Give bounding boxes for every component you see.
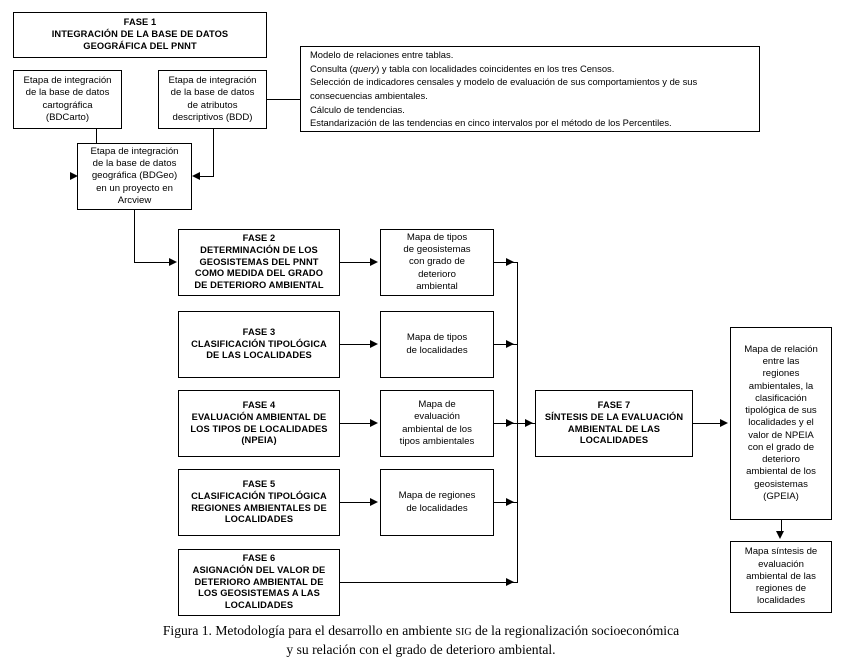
box-mapa-geosistemas: Mapa de tipos de geosistemas con grado d… bbox=[380, 229, 494, 296]
box-mapa-sintesis-label: Mapa síntesis de evaluación ambiental de… bbox=[744, 546, 818, 607]
caption-sig-smallcaps: sig bbox=[455, 623, 472, 638]
caption-line-1-pre: Figura 1. Metodología para el desarrollo… bbox=[162, 623, 456, 638]
box-fase-3-label: FASE 3 CLASIFICACIÓN TIPOLÓGICA DE LAS L… bbox=[191, 326, 327, 361]
box-fase-2: FASE 2 DETERMINACIÓN DE LOS GEOSISTEMAS … bbox=[178, 229, 340, 296]
notes-line-4: consecuencias ambientales. bbox=[310, 90, 428, 101]
arrowhead-bdcarto-to-bdgeo bbox=[70, 172, 78, 180]
box-bdgeo-label: Etapa de integración de la base de datos… bbox=[90, 145, 179, 206]
caption-line-2: y su relación con el grado de deterioro … bbox=[286, 641, 556, 657]
connector-fase5-to-mapa bbox=[340, 502, 372, 504]
box-fase-6-label: FASE 6 ASIGNACIÓN DEL VALOR DE DETERIORO… bbox=[192, 552, 326, 611]
box-fase-5: FASE 5 CLASIFICACIÓN TIPOLÓGICA REGIONES… bbox=[178, 469, 340, 536]
notes-line-2-italic: query bbox=[352, 62, 377, 74]
arrowhead-collector-to-fase7 bbox=[525, 419, 533, 427]
connector-fase6-to-collector bbox=[340, 582, 518, 584]
notes-line-6: Estandarización de las tendencias en cin… bbox=[310, 117, 672, 129]
notes-line-5: Cálculo de tendencias. bbox=[310, 103, 405, 115]
box-bdd-label: Etapa de integración de la base de datos… bbox=[168, 74, 257, 123]
box-mapa-regiones-label: Mapa de regiones de localidades bbox=[398, 490, 476, 514]
connector-gpeia-to-sintesis bbox=[781, 520, 783, 533]
caption-line-1-post: de la regionalización socioeconómica bbox=[471, 623, 680, 638]
connector-fase4-to-mapa bbox=[340, 423, 372, 425]
box-mapa-evaluacion: Mapa de evaluación ambiental de los tipo… bbox=[380, 390, 494, 457]
box-fase-3: FASE 3 CLASIFICACIÓN TIPOLÓGICA DE LAS L… bbox=[178, 311, 340, 378]
notes-line-1: Modelo de relaciones entre tablas. bbox=[310, 49, 454, 61]
connector-bdgeo-down bbox=[134, 210, 136, 263]
notes-line-2-pre: Consulta ( bbox=[310, 62, 353, 74]
arrowhead-fase4-to-mapa bbox=[370, 419, 378, 427]
box-notes-procedures: Modelo de relaciones entre tablas.Consul… bbox=[300, 46, 760, 132]
connector-fase7-to-gpeia bbox=[693, 423, 722, 425]
arrowhead-mapa-tipos-collector bbox=[506, 340, 514, 348]
box-fase-5-label: FASE 5 CLASIFICACIÓN TIPOLÓGICA REGIONES… bbox=[191, 478, 327, 525]
box-fase-7: FASE 7 SÍNTESIS DE LA EVALUACIÓN AMBIENT… bbox=[535, 390, 693, 457]
box-fase-7-label: FASE 7 SÍNTESIS DE LA EVALUACIÓN AMBIENT… bbox=[544, 399, 684, 446]
arrowhead-fase6-collector bbox=[506, 578, 514, 586]
box-mapa-relacion-gpeia-label: Mapa de relación entre las regiones ambi… bbox=[744, 343, 818, 502]
connector-bdd-to-bdgeo bbox=[200, 176, 214, 178]
box-mapa-sintesis: Mapa síntesis de evaluación ambiental de… bbox=[730, 541, 832, 613]
box-fase-1-label: FASE 1 INTEGRACIÓN DE LA BASE DE DATOS G… bbox=[51, 17, 229, 51]
box-mapa-regiones: Mapa de regiones de localidades bbox=[380, 469, 494, 536]
arrowhead-fase3-to-mapa bbox=[370, 340, 378, 348]
box-bdd: Etapa de integración de la base de datos… bbox=[158, 70, 267, 129]
arrowhead-mapa-geosistemas-collector bbox=[506, 258, 514, 266]
connector-fase3-to-mapa bbox=[340, 344, 372, 346]
box-fase-4-label: FASE 4 EVALUACIÓN AMBIENTAL DE LOS TIPOS… bbox=[190, 399, 328, 446]
box-mapa-geosistemas-label: Mapa de tipos de geosistemas con grado d… bbox=[403, 231, 471, 292]
notes-line-3: Selección de indicadores censales y mode… bbox=[310, 76, 698, 88]
arrowhead-bdgeo-to-fase2 bbox=[169, 258, 177, 266]
box-notes-procedures-text: Modelo de relaciones entre tablas.Consul… bbox=[301, 48, 759, 130]
connector-fase2-to-mapa bbox=[340, 262, 372, 264]
arrowhead-mapa-regiones-collector bbox=[506, 498, 514, 506]
box-mapa-evaluacion-label: Mapa de evaluación ambiental de los tipo… bbox=[399, 398, 475, 447]
box-fase-4: FASE 4 EVALUACIÓN AMBIENTAL DE LOS TIPOS… bbox=[178, 390, 340, 457]
figure-caption: Figura 1. Metodología para el desarrollo… bbox=[0, 622, 842, 660]
box-mapa-tipos-localidades: Mapa de tipos de localidades bbox=[380, 311, 494, 378]
connector-collector-bus bbox=[517, 262, 519, 583]
connector-bdd-down bbox=[213, 129, 215, 177]
box-mapa-tipos-localidades-label: Mapa de tipos de localidades bbox=[406, 332, 468, 356]
box-mapa-relacion-gpeia: Mapa de relación entre las regiones ambi… bbox=[730, 327, 832, 520]
box-fase-6: FASE 6 ASIGNACIÓN DEL VALOR DE DETERIORO… bbox=[178, 549, 340, 616]
box-fase-1: FASE 1 INTEGRACIÓN DE LA BASE DE DATOS G… bbox=[13, 12, 267, 58]
box-fase-2-label: FASE 2 DETERMINACIÓN DE LOS GEOSISTEMAS … bbox=[194, 232, 324, 291]
connector-bdgeo-to-fase2 bbox=[134, 262, 170, 264]
arrowhead-fase7-to-gpeia bbox=[720, 419, 728, 427]
arrowhead-gpeia-to-sintesis bbox=[776, 531, 784, 539]
connector-bdd-to-notes bbox=[267, 99, 301, 101]
caption-line-1: Figura 1. Metodología para el desarrollo… bbox=[163, 623, 679, 638]
arrowhead-fase2-to-mapa bbox=[370, 258, 378, 266]
notes-line-2-post: ) y tabla con localidades coincidentes e… bbox=[376, 62, 615, 74]
box-bdcarto: Etapa de integración de la base de datos… bbox=[13, 70, 122, 129]
box-bdcarto-label: Etapa de integración de la base de datos… bbox=[23, 74, 112, 123]
arrowhead-bdd-to-bdgeo bbox=[192, 172, 200, 180]
arrowhead-mapa-evaluacion-collector bbox=[506, 419, 514, 427]
arrowhead-fase5-to-mapa bbox=[370, 498, 378, 506]
box-bdgeo: Etapa de integración de la base de datos… bbox=[77, 143, 192, 210]
